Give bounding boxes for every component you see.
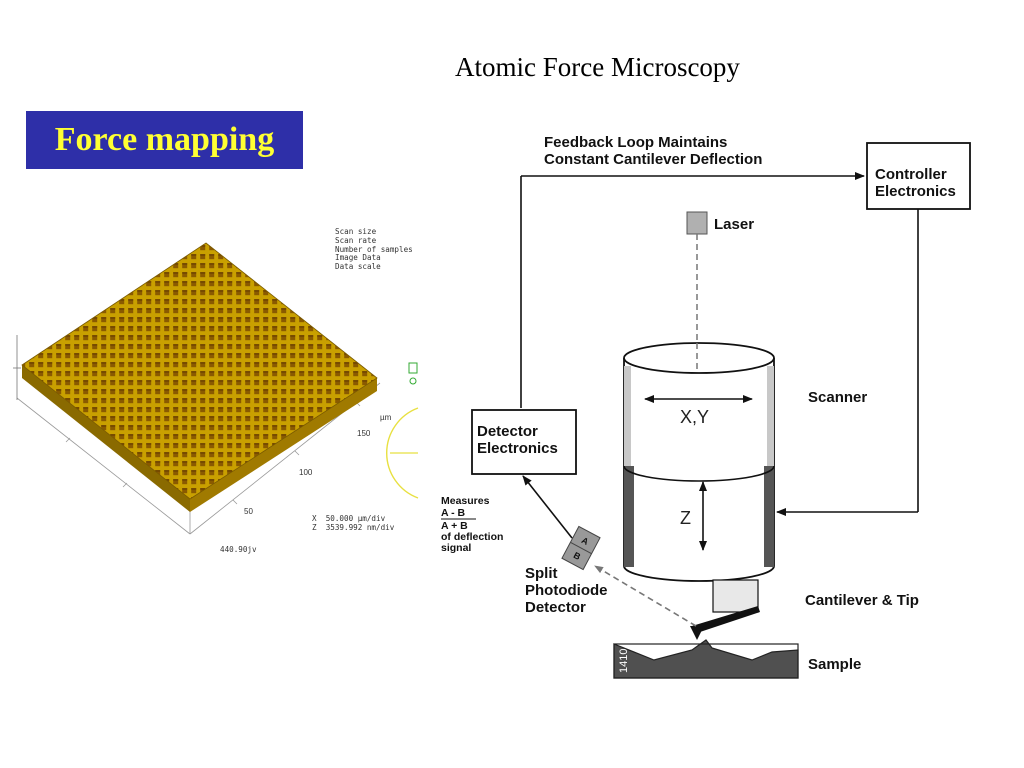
controller-label-line1: Controller xyxy=(875,166,947,183)
cantilever xyxy=(692,606,760,632)
y-tick-1 xyxy=(232,499,238,505)
view-glyph-icon xyxy=(408,362,418,374)
afm-surface-plot: µm 150 100 50 xyxy=(13,242,419,535)
info-scan-size: Scan size xyxy=(335,227,377,236)
controller-electronics-box xyxy=(866,142,971,210)
photodiode-label-line2: Photodiode xyxy=(525,582,608,599)
controller-label-line2: Electronics xyxy=(875,183,956,200)
feedback-label-line1: Feedback Loop Maintains xyxy=(544,134,727,151)
x-tick-1 xyxy=(65,437,71,443)
detector-label-line2: Electronics xyxy=(477,440,558,457)
sample-surface xyxy=(613,639,799,679)
axis-tick-150: 150 xyxy=(357,429,371,438)
scanner-top xyxy=(623,342,775,374)
info-scan-rate: Scan rate xyxy=(335,235,377,245)
photodiode-segment-b: B xyxy=(572,550,583,562)
laser-label: Laser xyxy=(714,216,754,233)
scanner-body xyxy=(623,358,775,582)
scanner-upper-left-band xyxy=(624,366,631,466)
figure-code: 1410 xyxy=(618,649,630,673)
box-front-left-edge xyxy=(16,397,191,535)
surface-right-wall xyxy=(190,378,377,512)
light-glyph-icon xyxy=(409,377,417,385)
scale-x: X 50.000 µm/div xyxy=(312,514,386,523)
laser-icon xyxy=(686,211,708,235)
measures-line5: signal xyxy=(441,542,471,554)
force-mapping-badge: Force mapping xyxy=(26,111,303,169)
z-label: Z xyxy=(680,508,691,528)
axis-unit: µm xyxy=(380,413,392,422)
y-tick-2 xyxy=(294,450,300,456)
tip xyxy=(690,626,704,640)
badge-label: Force mapping xyxy=(54,121,275,158)
photodiode-label-line3: Detector xyxy=(525,599,586,616)
scanner-label: Scanner xyxy=(808,389,867,406)
afm-schematic: Feedback Loop Maintains Constant Cantile… xyxy=(441,134,971,679)
measures-line4: of deflection xyxy=(441,531,503,543)
surface-left-wall xyxy=(22,365,190,512)
scanner-upper-right-band xyxy=(767,366,774,466)
photodiode-split xyxy=(570,541,592,555)
surface-grid xyxy=(21,242,378,500)
info-image-data: Image Data xyxy=(335,253,381,263)
scanner-lower-left-band xyxy=(624,466,634,567)
split-photodiode: A B xyxy=(561,525,601,571)
xy-label: X,Y xyxy=(680,407,709,427)
sample-label: Sample xyxy=(808,656,861,673)
axis-tick-50: 50 xyxy=(244,507,253,516)
info-data-scale: Data scale xyxy=(335,262,381,272)
cantilever-label: Cantilever & Tip xyxy=(805,592,919,609)
scanner-lower-right-band xyxy=(764,466,774,567)
photodiode-segment-a: A xyxy=(580,535,591,547)
detector-label-line1: Detector xyxy=(477,423,538,440)
measures-numerator: A - B xyxy=(441,507,466,519)
image-filename: 440.90jv xyxy=(220,545,257,554)
photodiode-label-line1: Split xyxy=(525,565,558,582)
x-tick-2 xyxy=(122,482,128,488)
detector-electronics-box xyxy=(471,409,577,475)
scanner-divider xyxy=(623,465,775,482)
tip-holder xyxy=(712,579,759,613)
info-samples: Number of samples xyxy=(335,244,413,254)
scale-z: Z 3539.992 nm/div xyxy=(312,523,395,532)
measures-line1: Measures xyxy=(441,495,490,507)
slide-title: Atomic Force Microscopy xyxy=(455,52,740,82)
photodiode-to-detector-arrow xyxy=(522,475,573,539)
orientation-arc xyxy=(386,407,419,499)
measures-denominator: A + B xyxy=(441,520,468,532)
feedback-label-line2: Constant Cantilever Deflection xyxy=(544,151,762,168)
axis-tick-100: 100 xyxy=(299,468,313,477)
sample-frame xyxy=(613,643,799,679)
